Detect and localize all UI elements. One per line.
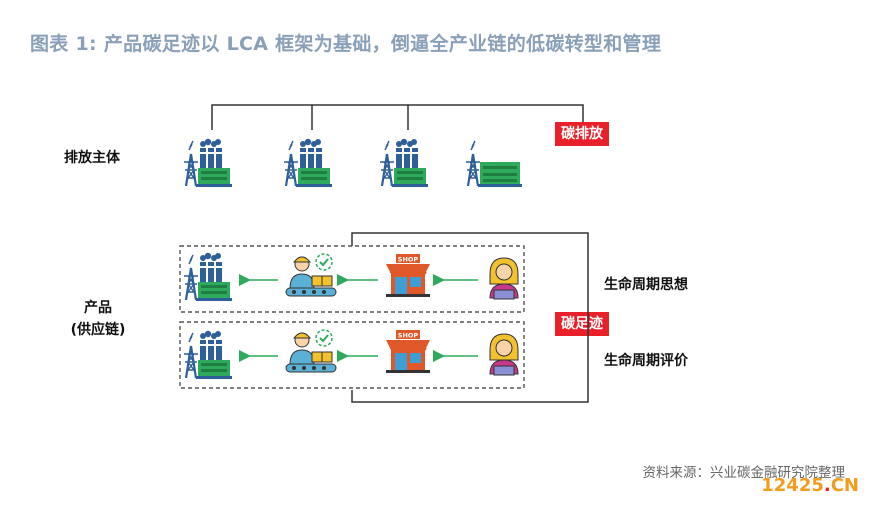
consumer-icon: [489, 257, 519, 300]
footprint-bracket: [351, 232, 589, 403]
carbon-emission-tag: 碳排放: [555, 122, 609, 146]
emitter-unit-3: [378, 138, 428, 188]
supply-chain-row-1: SHOP: [182, 252, 519, 302]
power-tower-icon: [282, 139, 300, 188]
lifecycle-assessment-label: 生命周期评价: [604, 353, 688, 369]
lifecycle-thinking-label: 生命周期思想: [604, 277, 688, 293]
power-tower-icon: [182, 139, 200, 188]
emitter-unit-1: [182, 138, 232, 188]
consumer-icon: [489, 333, 519, 376]
product-label: 产品 (供应链): [66, 297, 130, 341]
emitter-unit-4: [464, 139, 522, 188]
check-icon: [315, 329, 333, 347]
shop-sign: SHOP: [398, 332, 419, 340]
emitter-unit-2: [282, 138, 332, 188]
check-icon: [315, 253, 333, 271]
factory-icon: [196, 138, 232, 187]
factory-unit: [182, 330, 232, 380]
emitters-label: 排放主体: [64, 150, 120, 166]
power-tower-icon: [182, 331, 200, 380]
product-label-line2: (供应链): [70, 322, 126, 338]
shop-icon: SHOP: [385, 253, 431, 298]
product-label-line1: 产品: [84, 300, 112, 316]
factory-icon: [392, 138, 428, 187]
shop-sign: SHOP: [398, 256, 419, 264]
power-tower-icon: [464, 139, 482, 188]
supply-chain-box-2: [179, 321, 525, 389]
factory-unit: [182, 252, 232, 302]
watermark-main: 12425: [761, 475, 824, 496]
power-tower-icon: [378, 139, 396, 188]
power-tower-icon: [182, 253, 200, 302]
factory-icon: [196, 330, 232, 379]
source-note: 资料来源：兴业碳金融研究院整理: [642, 465, 846, 481]
emission-connector: [211, 104, 584, 130]
shop-icon: SHOP: [385, 329, 431, 374]
factory-icon: [296, 138, 332, 187]
watermark-suffix: CN: [830, 475, 859, 496]
watermark-dot: .: [823, 475, 831, 496]
factory-icon: [196, 252, 232, 301]
watermark: 12425.CN: [761, 475, 859, 496]
factory-icon: [478, 162, 522, 187]
supply-chain-box-1: [179, 245, 525, 313]
carbon-footprint-tag: 碳足迹: [555, 312, 609, 336]
figure-title: 图表 1: 产品碳足迹以 LCA 框架为基础，倒逼全产业链的低碳转型和管理: [30, 33, 662, 55]
supply-chain-row-2: SHOP: [182, 329, 519, 380]
